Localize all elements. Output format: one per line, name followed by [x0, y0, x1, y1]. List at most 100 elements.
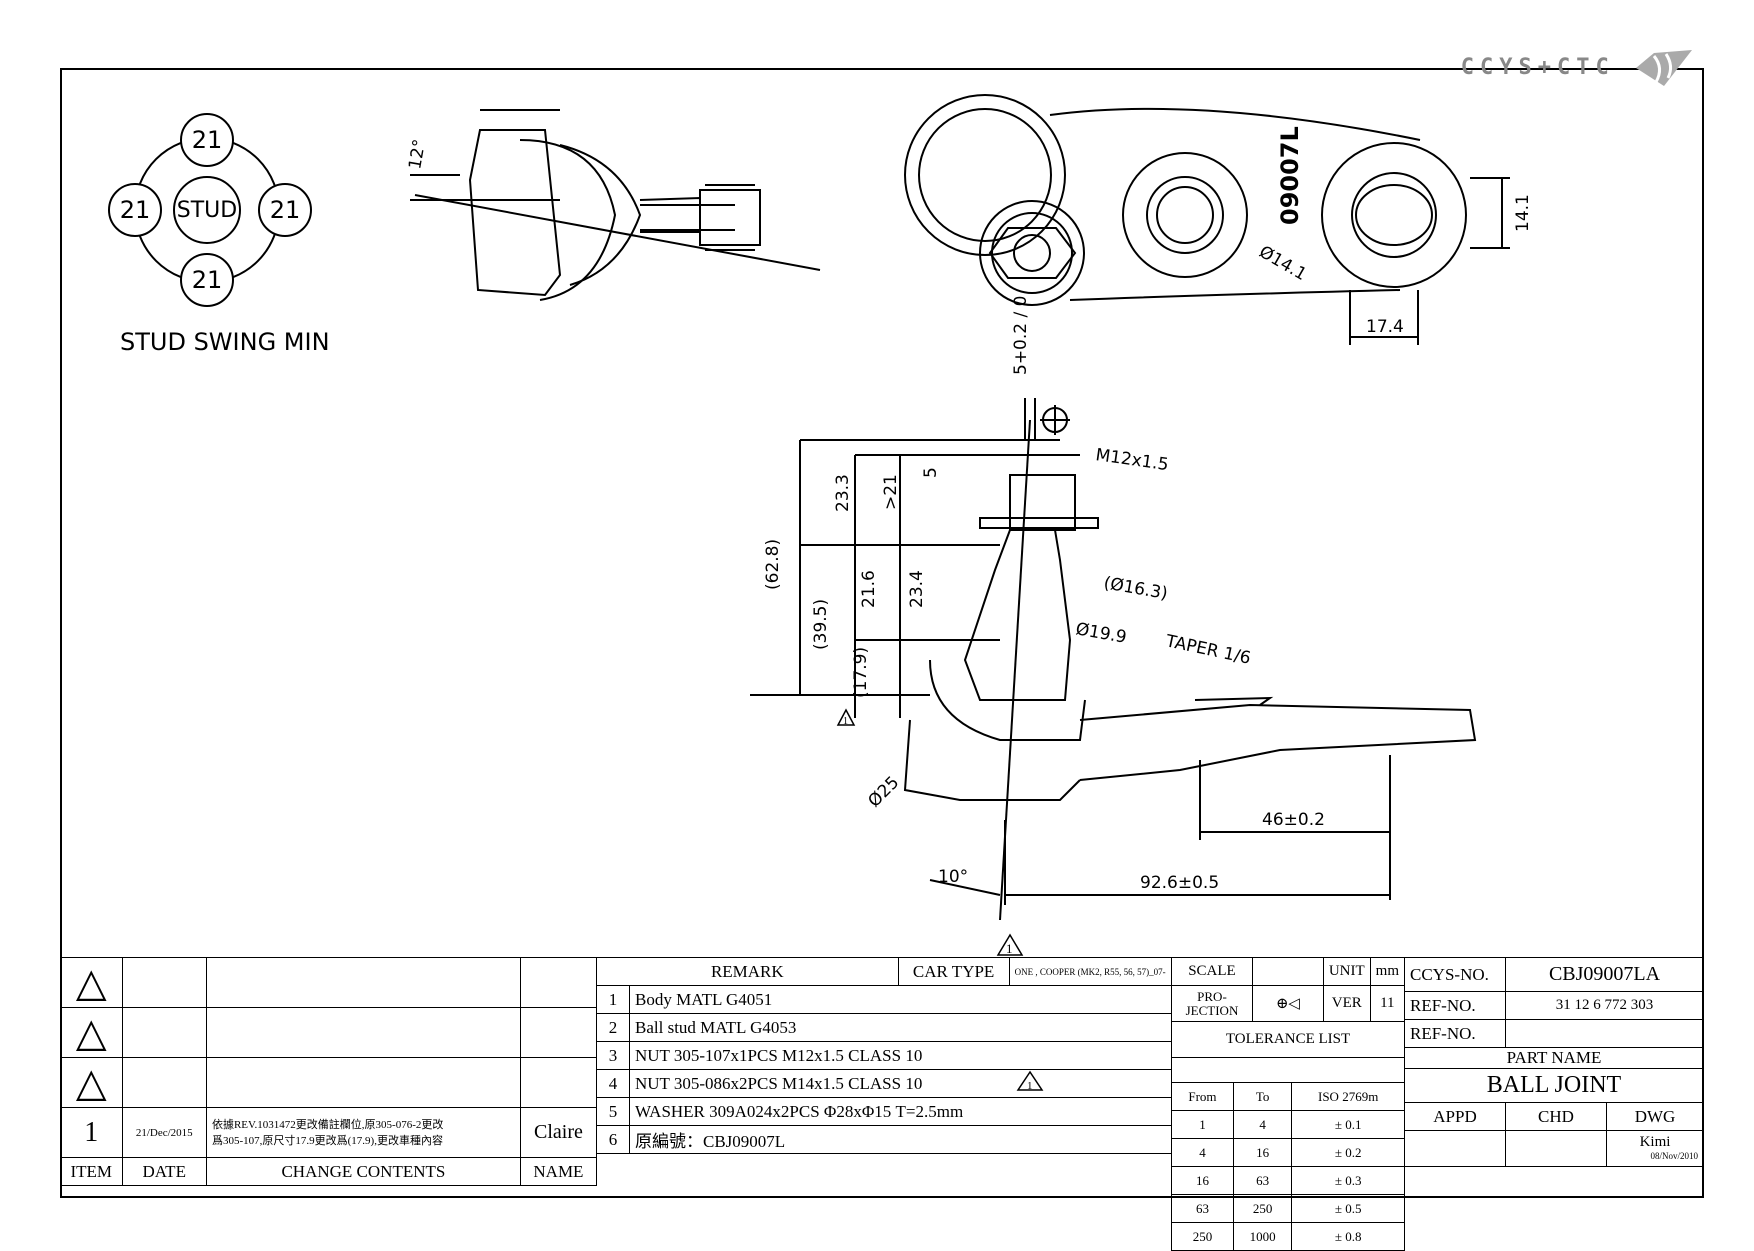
unit-label: UNIT: [1322, 957, 1371, 986]
ver-value: 11: [1369, 985, 1406, 1022]
tol-from: 16: [1171, 1166, 1234, 1195]
dim-17-4: 17.4: [1366, 317, 1404, 337]
tol-value: ± 0.3: [1291, 1166, 1405, 1195]
revision-triangle-icon: △: [60, 957, 123, 1008]
remark-num: 4: [596, 1069, 630, 1098]
revision-name: Claire: [519, 1107, 598, 1158]
ball-joint-section-view: [750, 398, 1477, 921]
tol-to: 1000: [1232, 1222, 1293, 1251]
tol-to: 16: [1232, 1138, 1293, 1167]
ccys-label: CCYS-NO.: [1404, 957, 1506, 992]
spec-table: SCALE UNIT mm PRO- JECTION ⊕◁ VER 11 TOL…: [1171, 957, 1406, 1058]
dim-5: 5: [921, 467, 941, 478]
swing-angle-top: 21: [192, 126, 223, 154]
tol-from-header: From: [1171, 1082, 1234, 1111]
swing-angle-left: 21: [120, 196, 151, 224]
remark-text: Body MATL G4051: [629, 985, 1172, 1014]
projection-symbol-icon: ⊕◁: [1251, 985, 1324, 1022]
svg-text:1: 1: [843, 716, 848, 727]
angle-10: 10°: [938, 867, 968, 887]
drawer-name: Kimi: [1639, 1133, 1671, 1150]
revision-change-line2: 爲305-107,原尺寸17.9更改爲(17.9),更改車種內容: [211, 1134, 443, 1147]
dim-taper-text: TAPER 1/6: [1163, 631, 1253, 669]
dim-taper-phi: Ø19.9: [1074, 619, 1128, 648]
title-block: CCYS-NO. CBJ09007LA REF-NO. 31 12 6 772 …: [1404, 957, 1704, 1167]
ref2-value: [1505, 1019, 1704, 1048]
dim-23-3: 23.3: [833, 474, 853, 512]
dim-gt21: >21: [881, 474, 901, 510]
remark-num: 6: [596, 1125, 630, 1154]
remark-num: 1: [596, 985, 630, 1014]
svg-text:1: 1: [1006, 941, 1013, 956]
unit-value: mm: [1369, 957, 1406, 986]
part-name-value: BALL JOINT: [1404, 1068, 1704, 1103]
dim-92-6: 92.6±0.5: [1140, 873, 1219, 893]
swing-angle-right: 21: [270, 196, 301, 224]
header-change: CHANGE CONTENTS: [205, 1157, 521, 1186]
swing-angle-bottom: 21: [192, 266, 223, 294]
revision-triangle-icon: [996, 933, 1024, 956]
tol-to: 63: [1232, 1166, 1293, 1195]
revision-item: 1: [60, 1107, 123, 1158]
dwg-label: DWG: [1606, 1102, 1704, 1131]
car-type-value: ONE , COOPER (MK2, R55, 56, 57)_07-: [1008, 957, 1173, 986]
tol-from: 250: [1171, 1222, 1234, 1251]
remark-text: 原編號：CBJ09007L: [629, 1125, 1172, 1154]
projection-label: PRO- JECTION: [1171, 985, 1253, 1022]
dim-62-8: (62.8): [763, 539, 783, 590]
angle-12: 12°: [405, 138, 430, 171]
revision-triangle-small-icon: [836, 708, 856, 726]
ref1-value: 31 12 6 772 303: [1505, 991, 1704, 1020]
appd-label: APPD: [1404, 1102, 1506, 1131]
tol-from: 1: [1171, 1110, 1234, 1139]
part-marking: 09007L: [1276, 126, 1304, 225]
header-name: NAME: [519, 1157, 598, 1186]
swing-stud-label: STUD: [177, 198, 237, 223]
dim-m12: M12x1.5: [1094, 445, 1169, 475]
logo-swoosh-icon: [1636, 50, 1692, 86]
tol-value: ± 0.1: [1291, 1110, 1405, 1139]
ref2-label: REF-NO.: [1404, 1019, 1506, 1048]
dim-23-4: 23.4: [907, 570, 927, 608]
tol-to: 250: [1232, 1194, 1293, 1223]
part-name-label: PART NAME: [1404, 1047, 1704, 1069]
revision-triangle-icon: △: [60, 1007, 123, 1058]
brand-logo: CCYS+CTC: [1461, 48, 1694, 88]
dim-phi-14-1: Ø14.1: [1256, 242, 1310, 285]
chd-label: CHD: [1505, 1102, 1607, 1131]
ver-label: VER: [1322, 985, 1371, 1022]
scale-label: SCALE: [1171, 957, 1253, 986]
remark-label: REMARK: [596, 957, 899, 986]
dwg-date: 08/Nov/2010: [1650, 1150, 1698, 1161]
tol-value: ± 0.8: [1291, 1222, 1405, 1251]
revision-triangle-icon: △: [60, 1057, 123, 1108]
dim-14-1: 14.1: [1513, 194, 1533, 232]
tol-to-header: To: [1232, 1082, 1293, 1111]
dim-39-5: (39.5): [811, 599, 831, 650]
ccys-value: CBJ09007LA: [1505, 957, 1704, 992]
remark-text: WASHER 309A024x2PCS Φ28xΦ15 T=2.5mm: [629, 1097, 1172, 1126]
stud-swing-diagram: [108, 113, 312, 307]
remark-num: 3: [596, 1041, 630, 1070]
header-item: ITEM: [60, 1157, 123, 1186]
swing-caption: STUD SWING MIN: [120, 328, 330, 356]
car-type-label: CAR TYPE: [897, 957, 1010, 986]
remark-num: 5: [596, 1097, 630, 1126]
revision-change-line1: 依據REV.1031472更改備註欄位,原305-076-2更改: [211, 1118, 444, 1131]
remarks-table: REMARK CAR TYPE ONE , COOPER (MK2, R55, …: [596, 957, 1173, 1154]
ball-joint-side-view: [410, 109, 821, 301]
revision-date: 21/Dec/2015: [121, 1107, 207, 1158]
remark-text: NUT 305-107x1PCS M12x1.5 CLASS 10: [629, 1041, 1172, 1070]
dim-21-6: 21.6: [859, 570, 879, 608]
revision-table: △ △ △ 1 21/Dec/2015 依據REV.1031472更改備註欄位,…: [60, 957, 598, 1186]
tol-value: ± 0.5: [1291, 1194, 1405, 1223]
tolerance-title: TOLERANCE LIST: [1171, 1021, 1405, 1058]
header-date: DATE: [121, 1157, 207, 1186]
dim-5-tol: 5+0.2 / 0: [1011, 296, 1031, 375]
remark-text: NUT 305-086x2PCS M14x1.5 CLASS 10: [629, 1069, 1172, 1098]
dim-phi-25: Ø25: [864, 773, 903, 812]
tol-std-header: ISO 2769m: [1291, 1082, 1405, 1111]
tol-from: 63: [1171, 1194, 1234, 1223]
